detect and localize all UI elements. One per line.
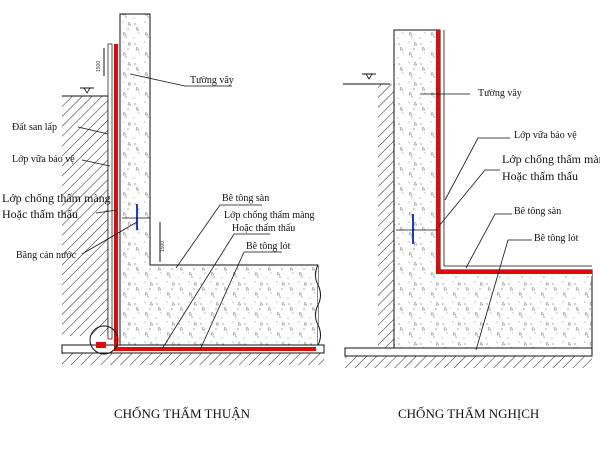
ground-soil [62,353,324,365]
leader-lop-chong-tham-small [161,233,270,350]
water-level-icon [83,87,91,94]
leader-dat-san-lap [77,126,109,135]
right-title: CHỐNG THẤM NGHỊCH [398,406,539,421]
label-lop-vua-bao-ve-right: Lớp vữa bảo vệ [514,130,577,141]
break-line [315,264,321,346]
label-lop-chong-tham-mang-right: Lớp chống thấm màng [502,152,600,166]
water-level-icon-right [365,73,373,80]
label-be-tong-san: Bê tông sàn [222,193,269,204]
dim-mid: 1500 [160,241,166,252]
label-be-tong-lot: Bê tông lót [246,241,291,252]
label-dat-san-lap: Đất san lấp [12,122,57,133]
label-lop-chong-tham-mang: Lớp chống thấm màng [2,191,111,205]
leader-be-tong-san [175,204,262,269]
left-title: CHỐNG THẤM THUẬN [114,406,251,421]
protective-mortar-right [443,30,592,267]
label-lop-vua-bao-ve: Lớp vữa bảo vệ [12,154,75,165]
wall-and-slab-right [393,29,593,349]
label-be-tong-lot-right: Bê tông lót [534,233,579,244]
label-hoac-tham-thau-right: Hoặc thấm thấu [502,169,578,183]
leader-lop-vua-right [444,137,510,201]
dim-top: 1500 [96,61,102,72]
label-tuong-vay-right: Tường vây [478,88,522,99]
protective-mortar [107,43,113,340]
label-bang-can-nuoc: Băng cản nước [16,250,77,261]
detail-circle [89,325,119,355]
label-hoac-tham-thau-small: Hoặc thấm thấu [232,223,295,234]
leader-be-tong-lot [199,251,282,351]
leader-lop-chong-tham-right [438,169,500,227]
leader-tuong-vay [129,73,232,87]
label-lop-chong-tham-mang-small: Lớp chống thấm màng [224,210,315,221]
right-diagram: Tường vây Lớp vữa bảo vệ Lớp chống thấm … [343,29,600,421]
detail-membrane [96,342,106,348]
leader-be-tong-lot-right [475,239,532,351]
waterproof-membrane [114,44,316,351]
leader-lop-chong-tham [95,209,118,214]
waterproof-membrane-right [436,30,592,274]
label-hoac-tham-thau: Hoặc thấm thấu [2,207,78,221]
left-diagram: 1500 1500 Tường vây Đất san lấp Lớp vữa … [2,13,325,421]
label-be-tong-san-right: Bê tông sàn [514,206,561,217]
backfill-soil [62,96,108,336]
soil-right [378,84,394,349]
wall-and-slab-concrete [119,13,319,346]
lean-concrete-right [344,347,593,357]
leader-bang-can-nuoc [81,221,138,255]
ground-soil-right [345,356,592,368]
label-tuong-vay: Tường vây [190,75,234,86]
leader-lop-vua [81,159,111,167]
leader-be-tong-san-right [465,213,512,269]
